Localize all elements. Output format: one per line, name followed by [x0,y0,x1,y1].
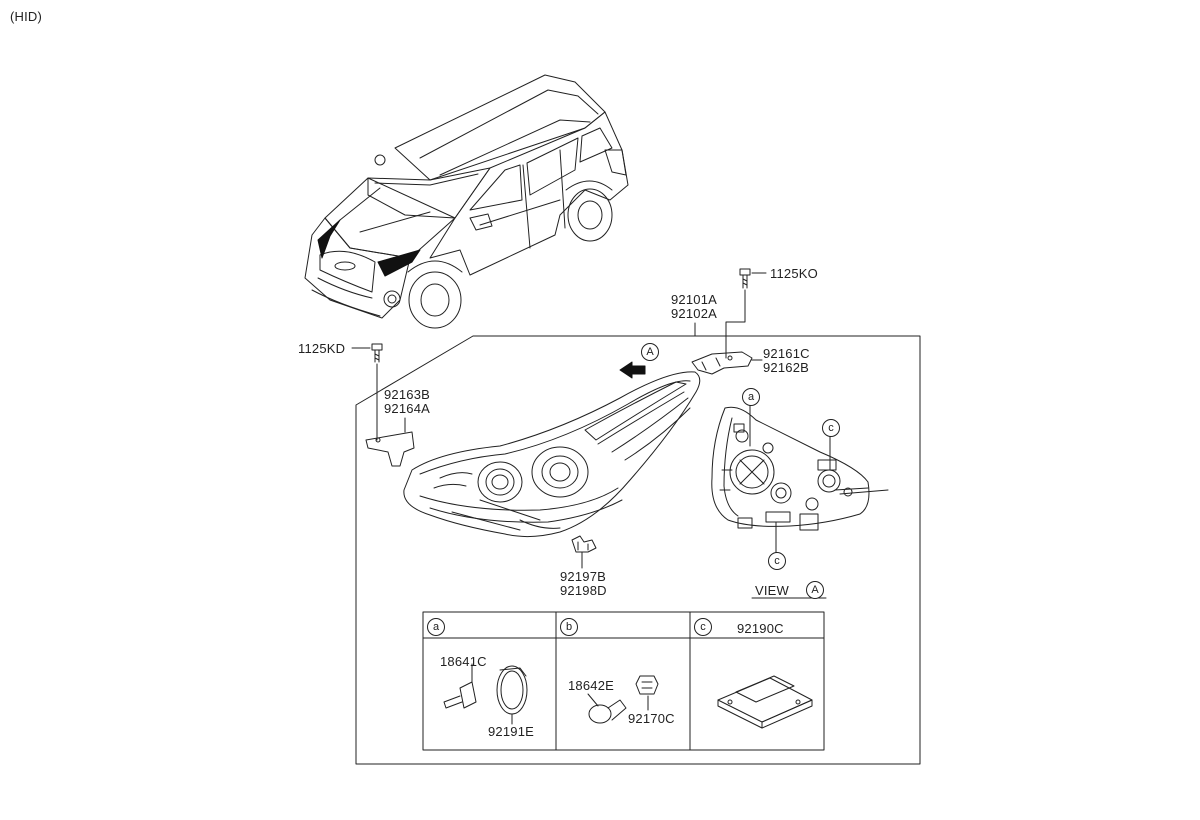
table-key-a: a [427,618,445,636]
callout-92191e[interactable]: 92191E [488,724,535,739]
callout-18642e[interactable]: 18642E [568,678,615,693]
assembly-frame [355,335,921,765]
bracket-bottom [571,535,597,569]
table-key-b: b [560,618,578,636]
headlamp-rear-view [711,403,889,599]
headlamp-assembly [403,371,701,538]
parts-table [422,611,825,751]
view-marker: A [806,581,824,599]
hid-igniter-part [443,663,528,725]
view-label: VIEW [755,583,790,598]
bracket-left [365,417,415,467]
callout-92197b[interactable]: 92197B [560,569,607,584]
callout-92190c[interactable]: 92190C [737,621,784,636]
view-direction-arrow [619,361,646,379]
callout-92164a[interactable]: 92164A [384,401,431,416]
bolt-1125ko [725,268,767,359]
callout-92170c[interactable]: 92170C [628,711,675,726]
view-arrow-marker: A [641,343,659,361]
callout-92163b[interactable]: 92163B [384,387,431,402]
callout-92101a[interactable]: 92101A [671,292,718,307]
rear-marker-a: a [742,388,760,406]
callout-18641c[interactable]: 18641C [440,654,487,669]
bracket-right [691,351,763,375]
callout-92161c[interactable]: 92161C [763,346,810,361]
callout-1125ko[interactable]: 1125KO [770,266,818,281]
bulb-socket-part [587,675,659,724]
hid-ballast-part [717,675,813,729]
callout-1125kd[interactable]: 1125KD [298,341,346,356]
bolt-1125kd [351,343,383,441]
vehicle-illustration [304,74,629,329]
callout-92102a[interactable]: 92102A [671,306,718,321]
rear-marker-c-bottom: c [768,552,786,570]
rear-marker-c-top: c [822,419,840,437]
callout-92162b[interactable]: 92162B [763,360,810,375]
callout-92198d[interactable]: 92198D [560,583,607,598]
table-key-c: c [694,618,712,636]
variant-label: (HID) [10,9,43,24]
